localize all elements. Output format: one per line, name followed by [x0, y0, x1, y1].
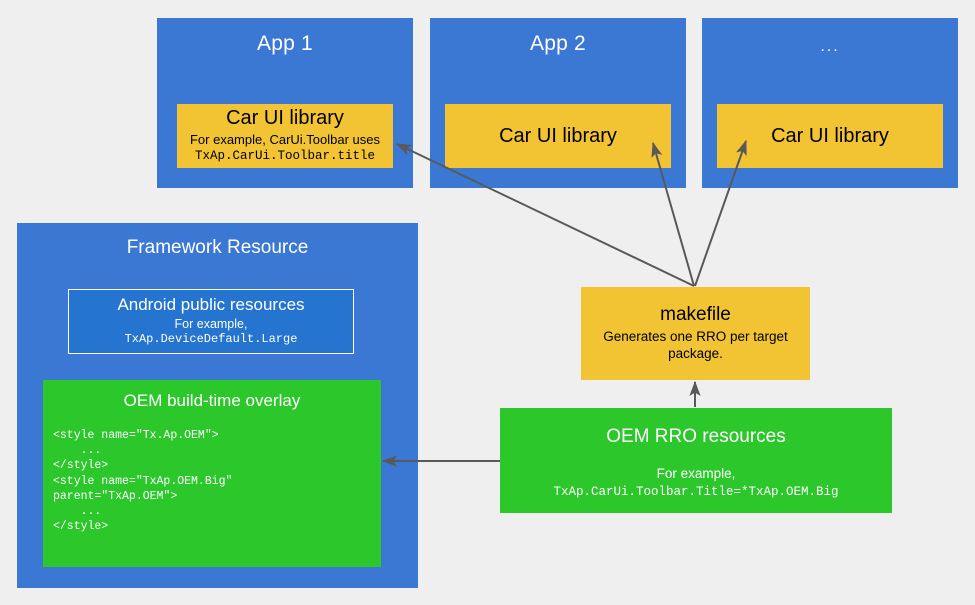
oem-build-time-overlay-code: <style name="Tx.Ap.OEM"> ... </style> <s…: [53, 429, 233, 534]
app-card-1[interactable]: App 1 Car UI library For example, CarUi.…: [157, 18, 413, 188]
app-card-2[interactable]: App 2 Car UI library: [430, 18, 686, 188]
oem-rro-resources-example-code: TxAp.CarUi.Toolbar.Title=*TxAp.OEM.Big: [553, 485, 839, 499]
framework-resource-title: Framework Resource: [126, 237, 309, 258]
oem-rro-resources-example-label: For example,: [656, 466, 736, 481]
app-3-car-ui-library[interactable]: Car UI library: [717, 104, 943, 168]
oem-build-time-overlay-card[interactable]: OEM build-time overlay <style name="Tx.A…: [43, 380, 381, 567]
app-card-2-title: App 2: [530, 32, 586, 55]
app-card-3-title: ...: [820, 38, 840, 55]
oem-build-time-overlay-title: OEM build-time overlay: [123, 391, 301, 410]
app-1-car-ui-library[interactable]: Car UI library For example, CarUi.Toolba…: [177, 104, 393, 168]
android-public-resources-example-label: For example,: [174, 316, 248, 331]
oem-rro-resources-title: OEM RRO resources: [606, 426, 786, 447]
app-2-car-ui-library-name: Car UI library: [499, 124, 617, 147]
android-public-resources-card[interactable]: Android public resources For example, Tx…: [68, 289, 354, 354]
app-3-car-ui-library-name: Car UI library: [771, 124, 889, 147]
app-card-3[interactable]: ... Car UI library: [702, 18, 958, 188]
makefile-card[interactable]: makefile Generates one RRO per target pa…: [581, 287, 810, 380]
makefile-title: makefile: [660, 304, 731, 326]
app-1-car-ui-library-example-code: TxAp.CarUi.Toolbar.title: [194, 148, 376, 163]
app-card-1-title: App 1: [257, 32, 313, 55]
framework-resource-card[interactable]: Framework Resource Android public resour…: [17, 223, 418, 588]
oem-rro-resources-card[interactable]: OEM RRO resources For example, TxAp.CarU…: [500, 408, 892, 513]
app-2-car-ui-library[interactable]: Car UI library: [445, 104, 671, 168]
app-1-car-ui-library-example-label: For example, CarUi.Toolbar uses: [189, 132, 381, 148]
android-public-resources-title: Android public resources: [117, 295, 305, 315]
android-public-resources-example-code: TxAp.DeviceDefault.Large: [124, 332, 298, 347]
makefile-description: Generates one RRO per target package.: [603, 329, 788, 361]
app-1-car-ui-library-name: Car UI library: [226, 107, 344, 130]
